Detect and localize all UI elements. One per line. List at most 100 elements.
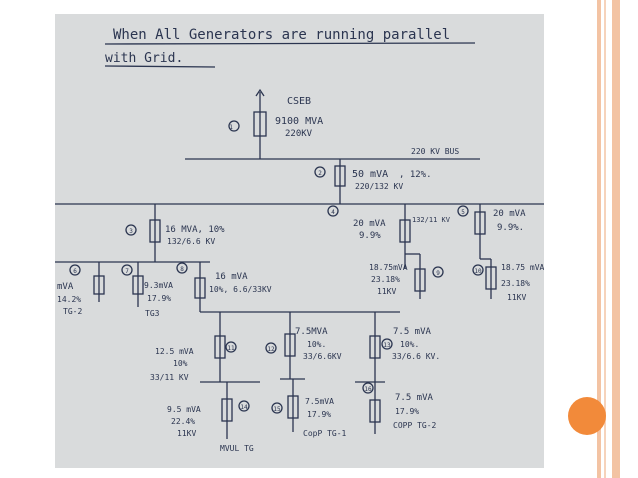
number-circle <box>125 224 137 236</box>
gen16-rating: 7.5 mVA <box>395 393 434 403</box>
gen14-impedance: 22.4% <box>171 417 195 426</box>
tx2-symbol <box>334 165 346 187</box>
tx12-symbol <box>284 333 296 357</box>
title-underline <box>104 65 216 68</box>
component-number: 11 <box>227 345 235 352</box>
tx12-rating: 7.5MVA <box>295 327 328 337</box>
tx4-voltage: 132/11 KV <box>412 216 451 224</box>
gen7-name: TG3 <box>145 309 160 318</box>
component-number: 4 <box>331 209 335 216</box>
decorative-bar <box>612 0 620 478</box>
component-number: 9 <box>436 270 440 277</box>
number-circle <box>69 264 81 276</box>
gen10-symbol <box>485 266 497 290</box>
gen14-rating: 9.5 mVA <box>167 405 201 414</box>
component-number: 13 <box>383 342 391 349</box>
gen10-impedance: 23.18% <box>501 279 530 288</box>
decorative-bar <box>604 0 606 478</box>
source-voltage: 220KV <box>285 129 313 139</box>
component-number: 5 <box>461 209 465 216</box>
component-number: 10 <box>474 268 482 275</box>
number-circle <box>265 342 277 354</box>
gen6-symbol <box>93 275 105 295</box>
component-number: 1 <box>229 124 233 131</box>
tx11-rating: 12.5 mVA <box>155 347 194 356</box>
tx3-symbol <box>149 219 161 243</box>
component-number: 8 <box>180 266 184 273</box>
gen7-symbol <box>132 275 144 295</box>
component-number: 15 <box>273 406 281 413</box>
tx2-voltage: 220/132 KV <box>355 182 403 191</box>
gen14-symbol <box>221 398 233 422</box>
gen7-impedance: 17.9% <box>147 294 171 303</box>
number-circle <box>314 166 326 178</box>
number-circle <box>121 264 133 276</box>
tx13-symbol <box>369 335 381 359</box>
number-circle <box>271 402 283 414</box>
tx3-rating: 16 MVA, 10% <box>165 225 225 235</box>
gen15-name: CopP TG-1 <box>303 429 347 438</box>
component-number: 6 <box>73 268 77 275</box>
gen9-rating: 18.75mVA <box>369 263 408 272</box>
tx5-impedance: 9.9%. <box>497 223 524 233</box>
tx13-voltage: 33/6.6 KV. <box>392 352 440 361</box>
tx8-rating: 16 mVA <box>215 272 248 282</box>
gen15-symbol <box>287 395 299 419</box>
tx13-rating: 7.5 mVA <box>393 327 432 337</box>
gen16-name: COPP TG-2 <box>393 421 437 430</box>
gen6-name: TG-2 <box>63 307 82 316</box>
title-underline <box>104 42 476 45</box>
tx13-impedance: 10%. <box>400 340 419 349</box>
gen6-impedance: 14.2% <box>57 295 81 304</box>
source-rating: 9100 MVA <box>275 116 323 127</box>
antenna-icon <box>255 88 265 97</box>
gen7-rating: 9.3mVA <box>144 281 173 290</box>
gen16-impedance: 17.9% <box>395 407 419 416</box>
number-circle <box>432 266 444 278</box>
component-number: 12 <box>267 346 275 353</box>
gen6-rating: mVA <box>57 282 74 292</box>
single-line-diagram-photo: When All Generators are running parallel… <box>55 14 544 468</box>
tx11-symbol <box>214 335 226 359</box>
decorative-circle <box>568 397 606 435</box>
source-name: CSEB <box>287 96 311 107</box>
decorative-bar <box>597 0 601 478</box>
gen10-voltage: 11KV <box>507 293 526 302</box>
gen9-symbol <box>414 268 426 292</box>
tx11-impedance: 10% <box>173 359 188 368</box>
number-circle <box>381 338 393 350</box>
component-number: 7 <box>125 268 129 275</box>
gen14-name: MVUL TG <box>220 444 254 453</box>
number-circle <box>238 400 250 412</box>
number-circle <box>225 341 237 353</box>
diagram-title-line2: with Grid. <box>105 51 183 66</box>
source-symbol <box>253 111 267 137</box>
diagram-title: When All Generators are running parallel <box>113 27 450 43</box>
gen15-impedance: 17.9% <box>307 410 331 419</box>
single-line-diagram: When All Generators are running parallel… <box>55 27 544 453</box>
number-circle <box>362 382 374 394</box>
tx5-symbol <box>474 211 486 235</box>
component-number: 16 <box>364 386 372 393</box>
tx5-rating: 20 mVA <box>493 209 526 219</box>
tx3-voltage: 132/6.6 KV <box>167 237 215 246</box>
component-number: 14 <box>240 404 248 411</box>
component-number: 3 <box>129 228 133 235</box>
number-circle <box>457 205 469 217</box>
tx8-symbol <box>194 277 206 299</box>
number-circle <box>176 262 188 274</box>
gen9-impedance: 23.18% <box>371 275 400 284</box>
gen10-rating: 18.75 mVA <box>501 263 544 272</box>
number-circle <box>228 120 240 132</box>
tx11-voltage: 33/11 KV <box>150 373 189 382</box>
gen15-rating: 7.5mVA <box>305 397 334 406</box>
tx4-rating: 20 mVA <box>353 219 386 229</box>
tx12-voltage: 33/6.6KV <box>303 352 342 361</box>
tx8-impedance: 10%, 6.6/33KV <box>209 285 272 294</box>
tx2-rating: 50 mVA <box>352 169 388 180</box>
number-circle <box>472 264 484 276</box>
gen9-voltage: 11KV <box>377 287 396 296</box>
component-number: 2 <box>318 170 322 177</box>
tx2-impedance: , 12%. <box>399 170 432 180</box>
gen16-symbol <box>369 399 381 423</box>
